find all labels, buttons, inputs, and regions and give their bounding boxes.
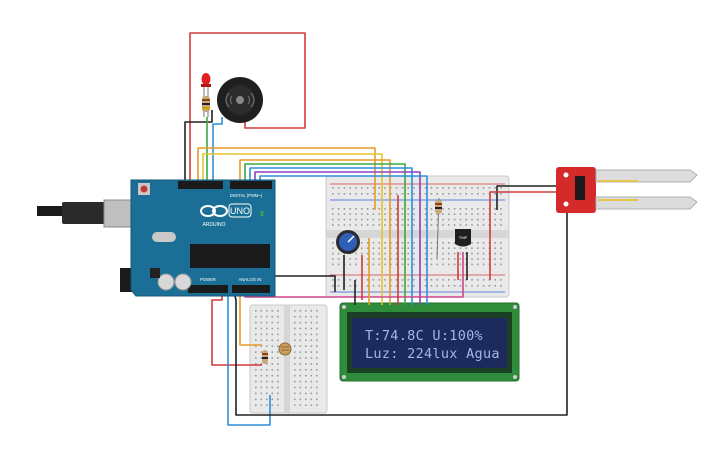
small-breadboard[interactable] bbox=[249, 304, 328, 414]
breadboard-resistor[interactable] bbox=[435, 197, 442, 259]
wire-blue-ldr bbox=[227, 285, 271, 426]
soil-probe-top bbox=[595, 169, 698, 183]
analog-header-label: ANALOG IN bbox=[239, 277, 262, 282]
reset-button[interactable] bbox=[140, 185, 148, 193]
soil-probe-bottom bbox=[595, 196, 698, 210]
wire-orange-ldr bbox=[239, 285, 262, 346]
lcd-line-1: T:74.8C U:100% bbox=[365, 328, 483, 344]
wire-orange-1 bbox=[197, 147, 376, 210]
wires bbox=[184, 32, 568, 426]
temperature-sensor[interactable]: TMP bbox=[455, 229, 471, 247]
digital-header-label: DIGITAL (PWM~) bbox=[230, 193, 263, 198]
lcd-line-2: Luz: 224lux Agua bbox=[365, 346, 500, 362]
wire-blue-1 bbox=[249, 167, 413, 305]
lcd-16x2[interactable]: T:74.8C U:100% Luz: 224lux Agua bbox=[339, 302, 520, 382]
led-resistor[interactable] bbox=[202, 96, 210, 112]
usb-cable bbox=[37, 206, 70, 216]
wire-gnd-bb bbox=[272, 275, 336, 292]
ldr-resistor[interactable] bbox=[262, 350, 268, 364]
board-brand: ARDUINO bbox=[202, 222, 225, 228]
piezo-buzzer[interactable] bbox=[217, 77, 263, 123]
arduino-uno-board[interactable]: UNO ARDUINO DIGITAL (PWM~) ANALOG IN POW… bbox=[37, 179, 276, 297]
tmp-label: TMP bbox=[459, 235, 468, 240]
atmega-chip bbox=[190, 244, 270, 268]
wire-orange-2 bbox=[239, 159, 391, 305]
arduino-logo-icon bbox=[200, 205, 228, 217]
wire-soil-gnd bbox=[496, 185, 560, 210]
wire-green-1 bbox=[244, 163, 406, 305]
wire-buzzer-blue bbox=[212, 117, 223, 183]
wire-led-gnd bbox=[184, 110, 213, 183]
wire-buzzer-power bbox=[189, 32, 306, 183]
wire-soil-vcc bbox=[489, 191, 560, 280]
wire-yellow-1 bbox=[202, 153, 383, 305]
soil-moisture-sensor[interactable] bbox=[556, 167, 698, 213]
wire-purple-1 bbox=[254, 171, 421, 305]
photoresistor[interactable] bbox=[278, 342, 292, 356]
potentiometer[interactable] bbox=[336, 230, 360, 254]
board-model: UNO bbox=[230, 206, 250, 216]
power-header-label: POWER bbox=[200, 277, 216, 282]
